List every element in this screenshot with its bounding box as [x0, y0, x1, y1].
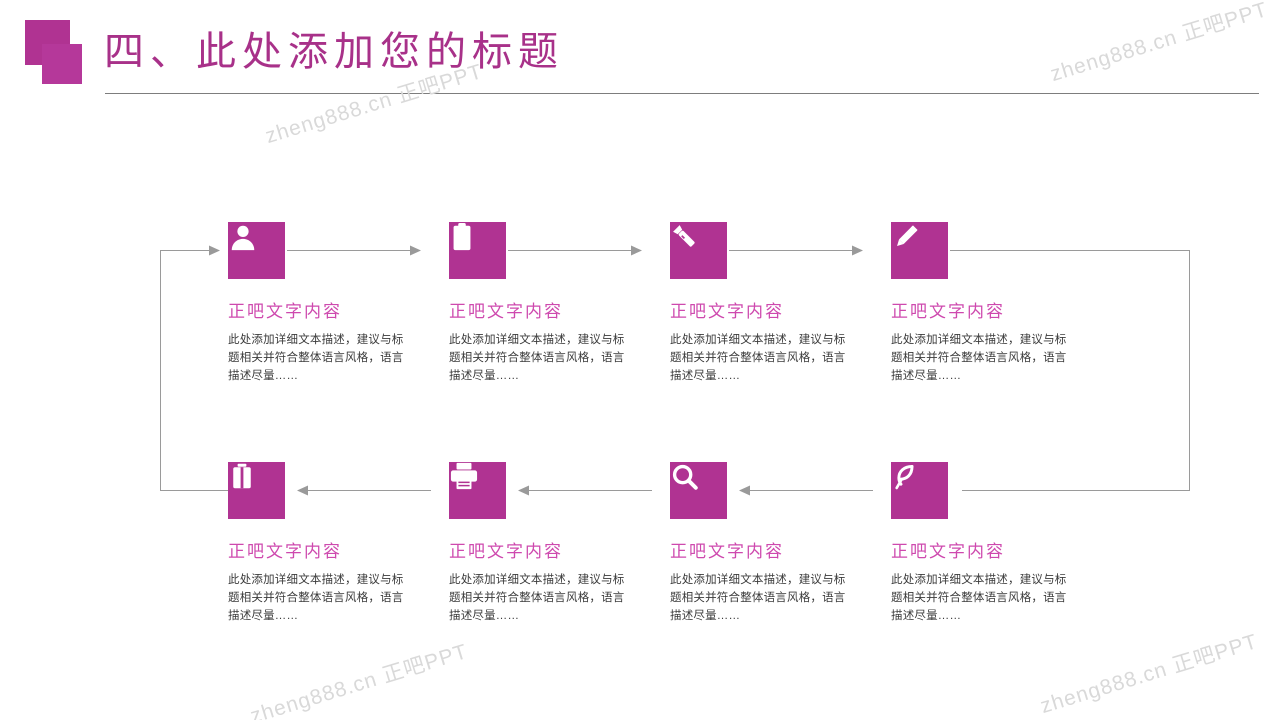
- page-title: 四、此处添加您的标题: [104, 30, 564, 74]
- flow-node-7[interactable]: 正吧文字内容 此处添加详细文本描述，建议与标题相关并符合整体语言风格，语言描述尽…: [670, 462, 882, 625]
- flow-node-1[interactable]: 正吧文字内容 此处添加详细文本描述，建议与标题相关并符合整体语言风格，语言描述尽…: [228, 222, 440, 385]
- briefcase-icon: [228, 462, 285, 519]
- flow-node-6[interactable]: 正吧文字内容 此处添加详细文本描述，建议与标题相关并符合整体语言风格，语言描述尽…: [449, 462, 661, 625]
- flow-node-title: 正吧文字内容: [228, 302, 342, 321]
- flow-node-desc: 此处添加详细文本描述，建议与标题相关并符合整体语言风格，语言描述尽量……: [670, 574, 846, 622]
- flow-node-title: 正吧文字内容: [449, 302, 563, 321]
- flow-node-desc: 此处添加详细文本描述，建议与标题相关并符合整体语言风格，语言描述尽量……: [891, 334, 1067, 382]
- clipboard-icon: [449, 222, 506, 279]
- flow-node-desc: 此处添加详细文本描述，建议与标题相关并符合整体语言风格，语言描述尽量……: [891, 574, 1067, 622]
- flow-node-desc: 此处添加详细文本描述，建议与标题相关并符合整体语言风格，语言描述尽量……: [228, 574, 404, 622]
- header-divider: [105, 93, 1259, 94]
- flow-node-5[interactable]: 正吧文字内容 此处添加详细文本描述，建议与标题相关并符合整体语言风格，语言描述尽…: [228, 462, 440, 625]
- flow-node-3[interactable]: 正吧文字内容 此处添加详细文本描述，建议与标题相关并符合整体语言风格，语言描述尽…: [670, 222, 882, 385]
- search-icon: [670, 462, 727, 519]
- flow-node-4[interactable]: 正吧文字内容 此处添加详细文本描述，建议与标题相关并符合整体语言风格，语言描述尽…: [891, 222, 1103, 385]
- printer-icon: [449, 462, 506, 519]
- user-icon: [228, 222, 285, 279]
- flow-node-desc: 此处添加详细文本描述，建议与标题相关并符合整体语言风格，语言描述尽量……: [449, 574, 625, 622]
- flow-node-title: 正吧文字内容: [891, 302, 1005, 321]
- flow-node-desc: 此处添加详细文本描述，建议与标题相关并符合整体语言风格，语言描述尽量……: [228, 334, 404, 382]
- flow-node-title: 正吧文字内容: [891, 542, 1005, 561]
- flow-node-desc: 此处添加详细文本描述，建议与标题相关并符合整体语言风格，语言描述尽量……: [670, 334, 846, 382]
- flow-node-title: 正吧文字内容: [670, 542, 784, 561]
- flow-node-title: 正吧文字内容: [228, 542, 342, 561]
- flow-node-title: 正吧文字内容: [449, 542, 563, 561]
- flow-node-desc: 此处添加详细文本描述，建议与标题相关并符合整体语言风格，语言描述尽量……: [449, 334, 625, 382]
- flashlight-icon: [670, 222, 727, 279]
- flow-node-2[interactable]: 正吧文字内容 此处添加详细文本描述，建议与标题相关并符合整体语言风格，语言描述尽…: [449, 222, 661, 385]
- flow-node-title: 正吧文字内容: [670, 302, 784, 321]
- feather-icon: [891, 462, 948, 519]
- flow-node-8[interactable]: 正吧文字内容 此处添加详细文本描述，建议与标题相关并符合整体语言风格，语言描述尽…: [891, 462, 1103, 625]
- header-decor-square-small: [42, 44, 82, 84]
- pencil-icon: [891, 222, 948, 279]
